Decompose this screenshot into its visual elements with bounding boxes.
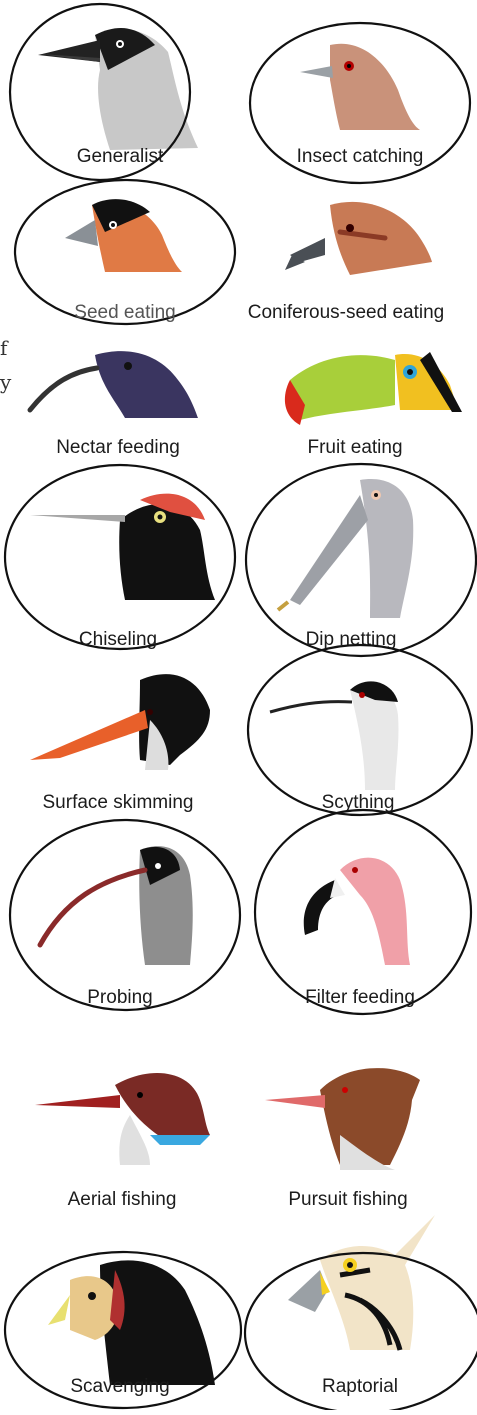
label-probing: Probing [87,987,153,1008]
category-ring [10,820,240,1010]
label-pursuit-fishing: Pursuit fishing [288,1189,407,1210]
merganser-head-icon [265,1068,420,1170]
hawk-head-icon [288,1215,435,1350]
ibis-head-icon [40,846,193,965]
avocet-head-icon [270,681,398,790]
label-insect-catching: Insect catching [297,146,424,167]
label-filter-feeding: Filter feeding [305,987,415,1008]
toucan-head-icon [285,352,462,425]
label-coniferous-seed-eating: Coniferous-seed eating [248,302,444,323]
cropped-text-fragment: y [0,372,11,392]
label-scavenging: Scavenging [70,1376,169,1397]
label-generalist: Generalist [77,146,164,167]
flamingo-head-icon [304,858,410,965]
label-surface-skimming: Surface skimming [43,792,194,813]
skimmer-head-icon [30,674,210,770]
crossbill-head-icon [285,202,432,275]
label-aerial-fishing: Aerial fishing [68,1189,177,1210]
category-ring [255,810,471,1014]
crow-head-icon [38,28,198,150]
woodpecker-head-icon [30,494,215,600]
vulture-head-icon [48,1260,215,1385]
cropped-text-fragment: f [0,338,7,358]
sparrow-head-icon [300,44,420,130]
bullfinch-head-icon [65,199,182,272]
label-fruit-eating: Fruit eating [307,437,402,458]
category-ring [246,464,476,656]
pelican-head-icon [278,479,413,618]
label-chiseling: Chiseling [79,629,157,650]
sunbird-head-icon [30,351,198,418]
label-nectar-feeding: Nectar feeding [56,437,180,458]
label-raptorial: Raptorial [322,1376,398,1397]
label-seed-eating: Seed eating [74,302,175,323]
kingfisher-head-icon [35,1073,210,1165]
